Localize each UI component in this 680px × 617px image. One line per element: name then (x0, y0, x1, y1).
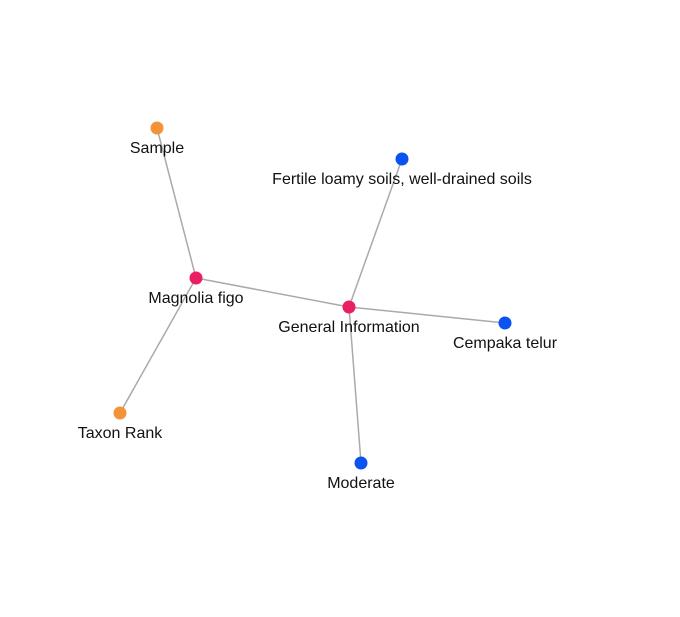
cempaka-telur-node-label: Cempaka telur (453, 335, 558, 352)
general-information-node[interactable]: General Information (278, 300, 420, 337)
general-information-node-label: General Information (278, 319, 419, 336)
general-information-node-dot[interactable] (342, 300, 356, 314)
soils-node-label: Fertile loamy soils, well-drained soils (272, 171, 532, 188)
moderate-node-dot[interactable] (354, 456, 368, 470)
edge-magnolia-taxon (119, 277, 197, 414)
magnolia-figo-node[interactable]: Magnolia figo (148, 271, 244, 308)
edge-general-moderate (348, 306, 362, 464)
sample-node-dot[interactable] (150, 121, 164, 135)
magnolia-figo-node-dot[interactable] (189, 271, 203, 285)
edge-general-magnolia (195, 277, 350, 308)
soils-node[interactable]: Fertile loamy soils, well-drained soils (272, 152, 532, 189)
sample-node-label: Sample (130, 140, 184, 157)
moderate-node[interactable]: Moderate (327, 456, 395, 493)
taxon-rank-node-label: Taxon Rank (78, 425, 163, 442)
cempaka-telur-node[interactable]: Cempaka telur (453, 316, 558, 353)
moderate-node-label: Moderate (327, 475, 395, 492)
edge-magnolia-sample (156, 127, 197, 279)
taxon-rank-node[interactable]: Taxon Rank (78, 406, 163, 443)
edge-general-cempaka (348, 306, 506, 324)
taxon-rank-node-dot[interactable] (113, 406, 127, 420)
soils-node-dot[interactable] (395, 152, 409, 166)
nodes-layer: General Information Magnolia figo SampleTa… (78, 121, 558, 493)
edges-layer (119, 127, 506, 464)
magnolia-figo-node-label: Magnolia figo (148, 290, 243, 307)
cempaka-telur-node-dot[interactable] (498, 316, 512, 330)
edge-general-soils (348, 158, 403, 308)
sample-node[interactable]: Sample (130, 121, 184, 158)
